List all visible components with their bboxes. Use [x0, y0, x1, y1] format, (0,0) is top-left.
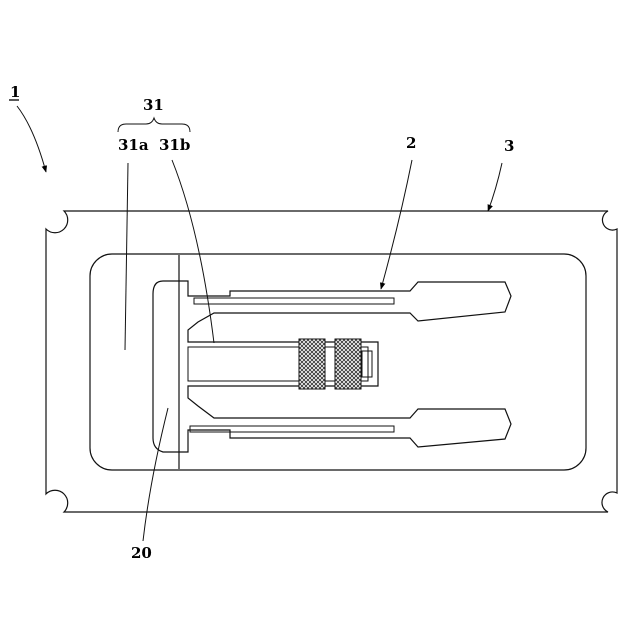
- label-spacer: 20: [131, 544, 152, 562]
- element-leader-arrow: [381, 160, 412, 289]
- spacer-outline: [153, 281, 179, 452]
- outer-frame: [46, 211, 617, 512]
- label-frame-part-a: 31a: [118, 136, 149, 154]
- leader-31b: [172, 160, 214, 343]
- inner-cutout: [362, 351, 372, 377]
- brace: [118, 118, 190, 132]
- label-frame-part: 31: [143, 96, 164, 114]
- frame-leader-arrow: [488, 163, 502, 211]
- label-element: 2: [406, 134, 416, 152]
- label-device: 1: [10, 83, 20, 101]
- leader-31a: [125, 163, 128, 350]
- spacer-leader: [143, 408, 168, 541]
- lower-lead-strip: [190, 426, 394, 432]
- upper-lead-strip: [194, 298, 394, 304]
- device-leader-arrow: [17, 106, 46, 172]
- label-frame-part-b: 31b: [159, 136, 190, 154]
- sensor-block-left: [299, 339, 325, 389]
- sensor-block-right: [335, 339, 361, 389]
- label-frame: 3: [504, 137, 514, 155]
